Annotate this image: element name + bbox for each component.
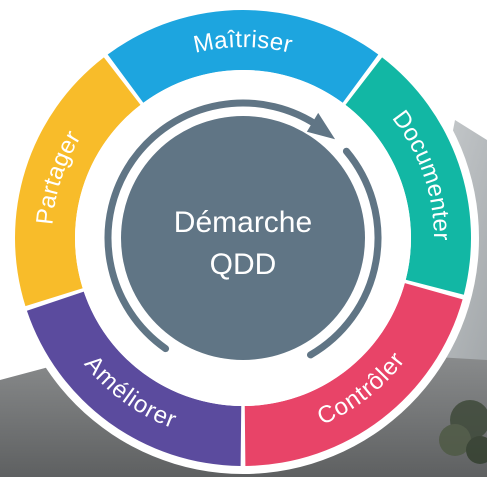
segment-partager-shape xyxy=(14,57,141,307)
segment-maitriser: Maîtriser xyxy=(107,10,379,103)
segment-controler-shape xyxy=(244,283,463,466)
center-title: Démarche xyxy=(174,206,312,239)
segment-maitriser-shape xyxy=(107,10,379,103)
segment-documenter-shape xyxy=(345,57,472,295)
segment-ameliorer-shape xyxy=(26,291,242,466)
center-subtitle: QDD xyxy=(210,248,277,281)
segment-partager: Partager xyxy=(14,57,141,307)
center-circle xyxy=(121,116,365,360)
cycle-arrow-arc xyxy=(104,99,324,353)
background-plant xyxy=(439,400,487,464)
cycle-arrow-head-icon xyxy=(306,112,336,140)
cycle-arrow-arc-right xyxy=(307,147,382,359)
